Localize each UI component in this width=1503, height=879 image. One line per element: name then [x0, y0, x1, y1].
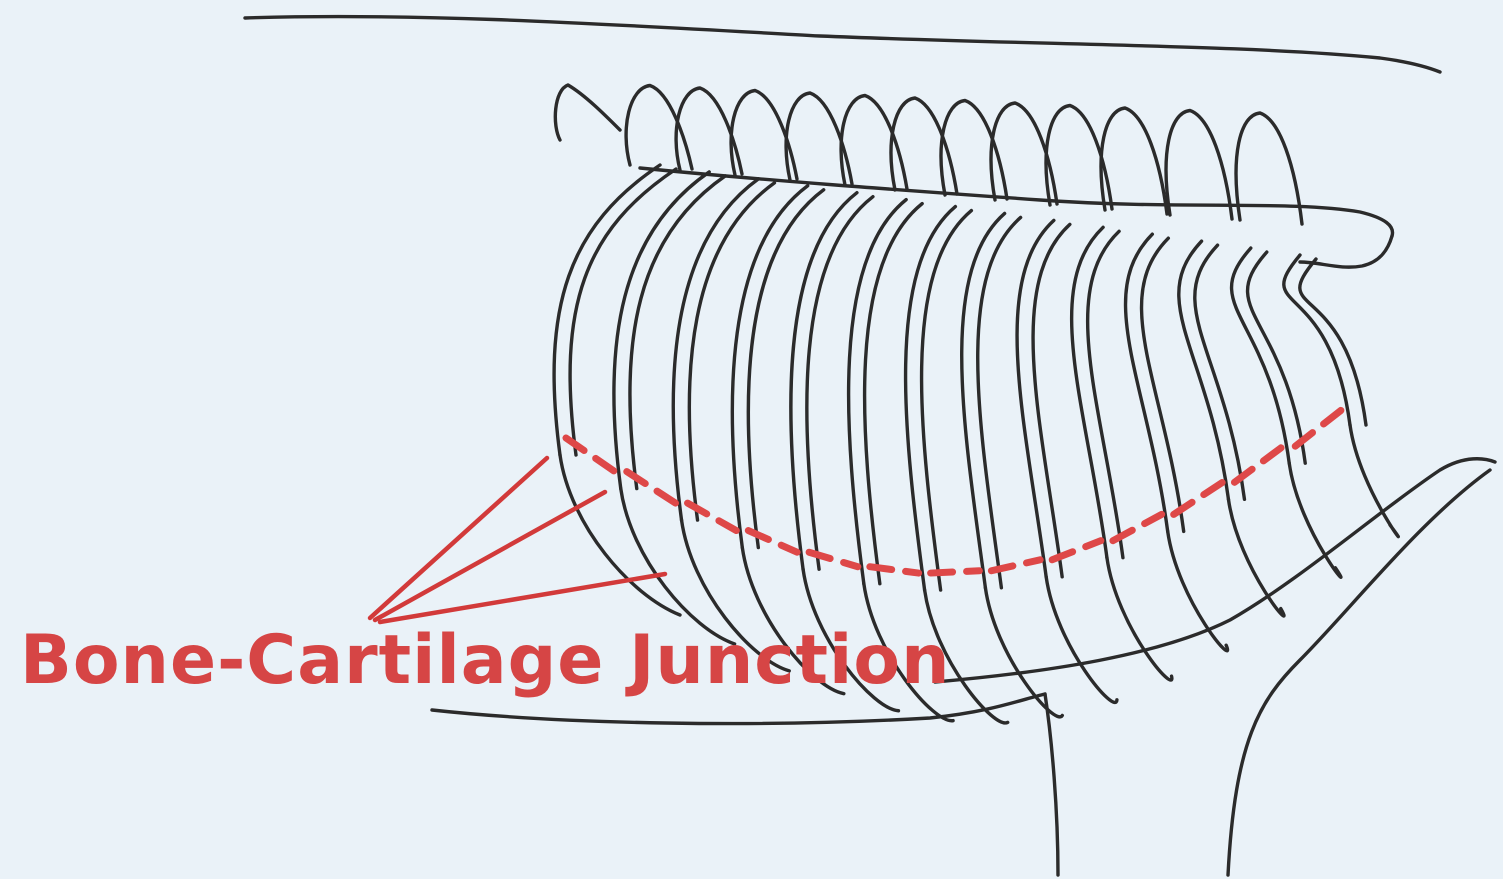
rib [1300, 259, 1366, 425]
spinous-process [941, 101, 1007, 200]
rib [807, 197, 873, 570]
spinous-process [555, 85, 620, 140]
costal-cartilage [1046, 577, 1117, 703]
front-leg-outline [1045, 694, 1058, 875]
junction-dash [1113, 514, 1162, 540]
spinous-process [626, 86, 692, 170]
rib [978, 217, 1021, 587]
junction-dash [931, 571, 980, 573]
rib [1232, 248, 1290, 463]
rib [1195, 245, 1245, 499]
junction-dash [1234, 446, 1283, 482]
rib [849, 200, 907, 584]
costal-cartilage [1228, 499, 1284, 616]
rib [1248, 252, 1306, 463]
costal-cartilage [1289, 463, 1341, 577]
costal-cartilage [985, 588, 1062, 717]
junction-dash [1174, 482, 1223, 514]
spinous-processes [555, 85, 1302, 224]
rib [1179, 241, 1229, 499]
rib [689, 183, 774, 520]
belly-outline [935, 459, 1495, 682]
junction-label: Bone-Cartilage Junction [20, 627, 950, 695]
back-outline [245, 16, 1440, 72]
junction-dash [1295, 408, 1344, 446]
rib [906, 207, 956, 591]
spinous-process [891, 98, 957, 194]
junction-dash [566, 438, 615, 472]
junction-dash [627, 472, 676, 504]
junction-dash [688, 503, 737, 530]
rib [865, 204, 923, 584]
rib [1088, 231, 1123, 557]
rib [1142, 238, 1184, 531]
leader-line-3 [380, 574, 665, 622]
rib [1072, 227, 1107, 557]
spinous-process [1166, 111, 1232, 220]
rib [791, 193, 857, 570]
rib [673, 179, 758, 520]
rib [962, 213, 1005, 587]
costal-cartilage [1107, 558, 1172, 680]
junction-dash [748, 531, 797, 553]
